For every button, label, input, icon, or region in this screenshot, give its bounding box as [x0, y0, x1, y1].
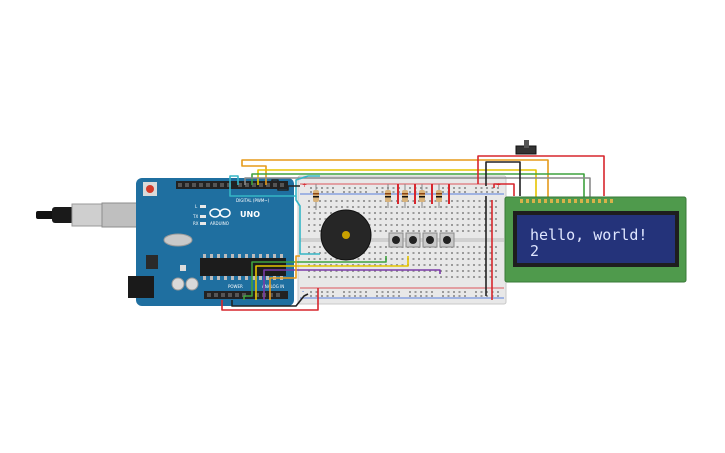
wires	[221, 155, 605, 311]
lcd-line-2: 2	[530, 242, 539, 260]
lcd-16x2[interactable]: hello, world! 2	[504, 196, 687, 283]
atmega-chip	[200, 258, 286, 276]
resistor-3[interactable]	[419, 184, 425, 208]
wire-orange-top[interactable]	[241, 159, 549, 198]
wire-orange-analog[interactable]	[269, 255, 300, 300]
potentiometer-knob-icon	[524, 140, 529, 148]
usb-port-icon	[101, 202, 143, 228]
arduino-uno-board[interactable]: DIGITAL (PWM~) L TX RX ARDUINO UNO	[128, 178, 294, 306]
wire-yellow-analog[interactable]	[255, 256, 409, 300]
led-label-l: L	[195, 204, 198, 209]
digital-pin-header[interactable]	[176, 181, 288, 189]
wire-red-lcd[interactable]	[477, 155, 605, 196]
led-label-rx: RX	[193, 221, 199, 226]
resistor-left[interactable]	[313, 184, 319, 210]
lcd-screen	[517, 215, 675, 263]
resistor-1[interactable]	[385, 184, 391, 208]
led-label-tx: TX	[192, 214, 198, 219]
usb-cable[interactable]	[36, 202, 143, 228]
led-l-icon	[200, 205, 206, 208]
wire-green-top[interactable]	[251, 173, 585, 198]
piezo-buzzer[interactable]	[320, 209, 372, 261]
lcd-pin-header	[520, 199, 613, 203]
wire-black-pot[interactable]	[485, 161, 521, 196]
potentiometer[interactable]	[515, 140, 537, 155]
analog-in-label: ANALOG IN	[262, 284, 284, 289]
reset-button-cap-icon	[146, 185, 154, 193]
pushbutton-1[interactable]	[388, 232, 404, 248]
wire-cyan[interactable]	[229, 175, 320, 197]
wire-black-gnd[interactable]	[231, 293, 309, 307]
buzzer-center-icon	[342, 231, 350, 239]
digital-pwm-label: DIGITAL (PWM~)	[236, 198, 270, 203]
resistor-4[interactable]	[436, 184, 442, 208]
wire-cyan-buzzer[interactable]	[295, 196, 320, 255]
crystal-oscillator-icon	[163, 233, 193, 247]
voltage-regulator-icon	[146, 255, 158, 269]
usb-connector-icon	[71, 203, 103, 227]
arduino-logo-text: ARDUINO	[210, 221, 229, 226]
power-label: POWER	[228, 284, 243, 289]
smd-component-icon	[180, 265, 186, 271]
capacitor-right-icon	[185, 277, 199, 291]
lcd-line-1: hello, world!	[530, 226, 647, 244]
wire-red-5v[interactable]	[221, 288, 319, 311]
rail-plus-label-right: +	[496, 182, 501, 189]
wire-red-pot[interactable]	[493, 183, 515, 196]
rail-plus-label: +	[302, 182, 307, 189]
pushbutton-3[interactable]	[422, 232, 438, 248]
arduino-logo-icon	[209, 208, 231, 218]
pushbutton-2[interactable]	[405, 232, 421, 248]
digital-pins	[178, 183, 284, 187]
usb-plug-body-icon	[52, 207, 74, 223]
wire-green-analog[interactable]	[243, 256, 387, 300]
led-tx-icon	[200, 215, 206, 218]
wire-black-short[interactable]	[271, 179, 300, 191]
resistor-2[interactable]	[402, 184, 408, 208]
rail-minus-label: -	[302, 288, 304, 295]
wire-gray-top[interactable]	[244, 177, 591, 198]
pushbutton-4[interactable]	[439, 232, 455, 248]
capacitor-left-icon	[171, 277, 185, 291]
usb-plug-tip-icon	[36, 211, 54, 219]
uno-title: UNO	[240, 210, 260, 219]
wire-purple-analog[interactable]	[263, 269, 441, 300]
led-rx-icon	[200, 222, 206, 225]
dc-power-jack[interactable]	[128, 276, 154, 298]
